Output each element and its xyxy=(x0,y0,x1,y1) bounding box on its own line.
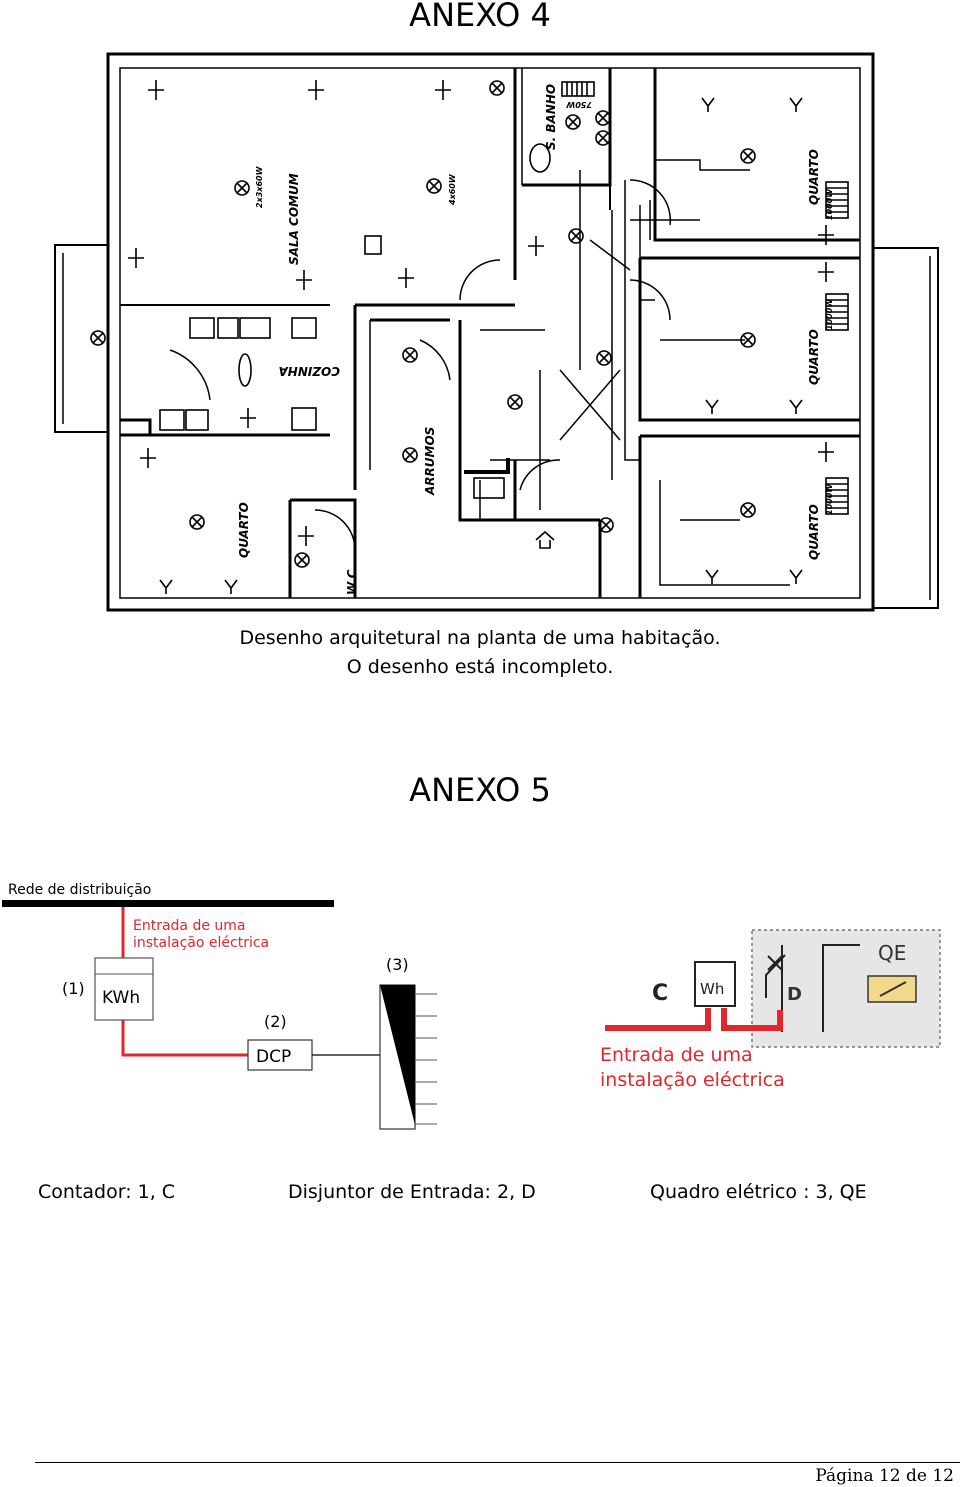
qe-module xyxy=(867,975,917,1003)
legend-contador: Contador: 1, C xyxy=(38,1181,176,1203)
footer-rule xyxy=(35,1462,960,1463)
floor-plan-drawing: SALA COMUM 2x3x60W 4x60W S. BANHO 750W Q… xyxy=(54,52,939,612)
entry-wire-red-right xyxy=(605,1008,783,1031)
entry-wire-red xyxy=(121,907,248,1057)
distribution-bar xyxy=(2,900,334,907)
heater-rating-banho: 750W xyxy=(565,100,592,109)
room-label-quarto-1: QUARTO xyxy=(807,149,821,205)
entry-right-line2: instalação eléctrica xyxy=(600,1069,785,1091)
kwh-meter-label: KWh xyxy=(102,988,140,1008)
annex4-caption-line1: Desenho arquitetural na planta de uma ha… xyxy=(239,627,721,649)
lamp-symbols xyxy=(90,80,756,568)
electrical-entry-diagram: Rede de distribuição Entrada de uma inst… xyxy=(2,882,941,1130)
room-label-quarto-4: QUARTO xyxy=(237,502,251,558)
annex5-title: ANEXO 5 xyxy=(409,771,551,809)
label-3: (3) xyxy=(386,955,409,974)
wh-meter: Wh xyxy=(694,961,736,1007)
heater-rating-quarto-2: 1000W xyxy=(825,298,834,330)
heater-rating-quarto-3: 1000W xyxy=(825,483,834,515)
annex4-caption-line2: O desenho está incompleto. xyxy=(346,656,614,678)
kwh-meter: KWh xyxy=(94,957,154,1021)
heater-rating-quarto-1: 1000W xyxy=(825,188,834,220)
lamp-rating-sala: 2x3x60W xyxy=(255,165,264,208)
label-1: (1) xyxy=(62,979,85,998)
page-number: Página 12 de 12 xyxy=(815,1466,954,1486)
qe-label: QE xyxy=(878,941,906,965)
room-label-wc: W.C. xyxy=(345,565,359,595)
room-label-quarto-2: QUARTO xyxy=(807,329,821,385)
entry-label-line1: Entrada de uma xyxy=(133,918,246,934)
outer-wall xyxy=(106,52,875,612)
entry-right-line1: Entrada de uma xyxy=(600,1044,753,1066)
room-label-quarto-3: QUARTO xyxy=(807,504,821,560)
lamp-rating-sala-2: 4x60W xyxy=(448,173,457,206)
dcp-label: DCP xyxy=(256,1047,291,1067)
d-label: D xyxy=(787,984,802,1005)
socket-symbols xyxy=(128,80,834,594)
legend-disjuntor: Disjuntor de Entrada: 2, D xyxy=(288,1181,536,1203)
label-2: (2) xyxy=(264,1012,287,1031)
dcp-breaker: DCP xyxy=(247,1039,313,1071)
wh-meter-label: Wh xyxy=(700,980,724,998)
wiring-lines xyxy=(479,159,800,586)
annex4-title: ANEXO 4 xyxy=(409,0,551,34)
room-label-sala: SALA COMUM xyxy=(287,173,301,265)
distribution-board xyxy=(379,984,437,1130)
room-label-arrumos: ARRUMOS xyxy=(423,427,437,496)
room-label-banho: S. BANHO xyxy=(544,84,558,150)
room-label-cozinha: COZINHA xyxy=(278,364,340,378)
network-label: Rede de distribuição xyxy=(8,882,151,898)
legend-quadro: Quadro elétrico : 3, QE xyxy=(650,1181,867,1203)
c-label: C xyxy=(652,981,668,1006)
entry-label-line2: instalação eléctrica xyxy=(133,935,269,951)
